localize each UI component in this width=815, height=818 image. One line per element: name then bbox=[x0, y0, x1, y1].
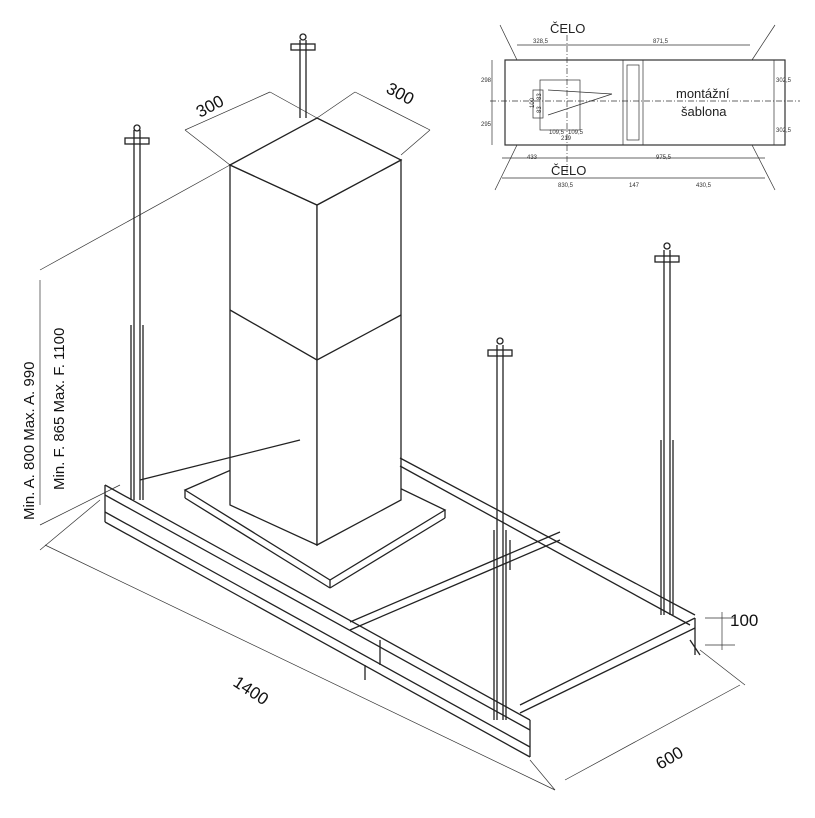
dim-text: 975,5 bbox=[656, 155, 672, 161]
dim-text: 830,5 bbox=[558, 183, 574, 189]
dim-text: 302,5 bbox=[776, 78, 792, 84]
dimension-lines bbox=[39, 91, 746, 791]
dim-text: 83 bbox=[537, 93, 543, 100]
front-label-top: ČELO bbox=[550, 21, 585, 36]
threaded-rods bbox=[124, 33, 680, 720]
template-inset: ČELO ČELO montážní šablona 328,5 871,5 2… bbox=[481, 21, 800, 191]
dim-text: 219 bbox=[561, 136, 572, 142]
dim-height-a: Min. A. 800 Max. A. 990 bbox=[21, 362, 38, 520]
rod-right bbox=[654, 242, 680, 615]
dim-depth: 600 bbox=[653, 743, 687, 774]
dim-height-f: Min. F. 865 Max. F. 1100 bbox=[51, 328, 68, 490]
template-label-2: šablona bbox=[681, 104, 727, 119]
dim-text: 109,5 bbox=[568, 130, 584, 136]
rod-back bbox=[290, 33, 316, 118]
dim-text: 295 bbox=[481, 122, 492, 128]
dim-text: 298 bbox=[481, 78, 492, 84]
dim-text: 433 bbox=[527, 155, 538, 161]
dim-width-a: 300 bbox=[193, 91, 227, 121]
dim-text: 302,5 bbox=[776, 128, 792, 134]
rod-left bbox=[124, 124, 150, 500]
dim-text: 109,5 bbox=[549, 130, 565, 136]
dim-frame-height: 100 bbox=[730, 611, 758, 630]
dim-text: 430,5 bbox=[696, 183, 712, 189]
dim-text: 871,5 bbox=[653, 39, 669, 45]
dim-text: 83 bbox=[537, 106, 543, 113]
chimney-column bbox=[228, 117, 403, 547]
dim-text: 147 bbox=[629, 183, 640, 189]
rod-front bbox=[487, 337, 513, 720]
dim-width-b: 300 bbox=[383, 79, 417, 109]
template-label-1: montážní bbox=[676, 86, 730, 101]
mounting-frame bbox=[104, 439, 701, 758]
dim-text: 328,5 bbox=[533, 39, 549, 45]
dim-text: 100 bbox=[530, 97, 536, 108]
front-label-bottom: ČELO bbox=[551, 163, 586, 178]
dim-length: 1400 bbox=[230, 672, 272, 709]
